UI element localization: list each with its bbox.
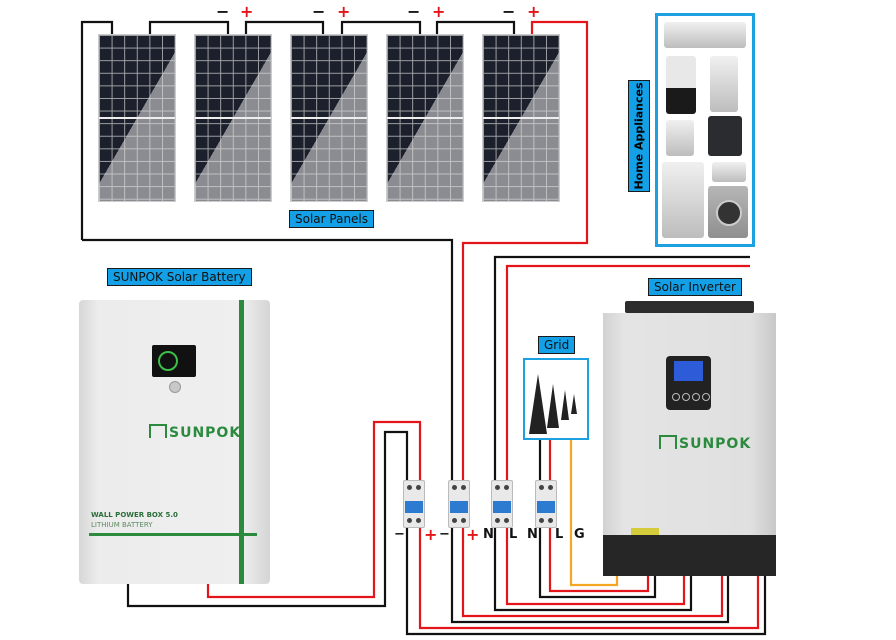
power-tower-icon — [561, 390, 569, 420]
battery-breaker — [403, 480, 425, 528]
grid-breaker — [535, 480, 557, 528]
terminal-label: N — [483, 527, 494, 542]
power-tower-icon — [547, 384, 559, 428]
inverter-label: Solar Inverter — [648, 278, 742, 296]
solar-battery: SUNPOK WALL POWER BOX 5.0 LITHIUM BATTER… — [79, 300, 270, 584]
terminal-label: − — [394, 527, 405, 542]
grid-box — [523, 358, 589, 440]
solar-panel — [482, 34, 560, 202]
positive-sign: + — [240, 2, 254, 21]
terminal-label: − — [439, 527, 450, 542]
wire-ground — [569, 438, 619, 587]
terminal-label: L — [555, 527, 564, 542]
wire-pv-positive — [461, 20, 589, 480]
inverter-button — [682, 393, 690, 401]
inverter-button — [692, 393, 700, 401]
wire-battery-positive — [206, 420, 422, 599]
terminal-label: + — [424, 525, 438, 544]
wire-battery-negative — [126, 430, 409, 608]
terminal-label: L — [509, 527, 518, 542]
wire-out — [450, 526, 730, 624]
negative-sign: − — [312, 2, 326, 21]
wire-panel-link — [244, 20, 325, 34]
wire-panel-link — [80, 20, 114, 240]
negative-sign: − — [407, 2, 421, 21]
battery-model: WALL POWER BOX 5.0 — [91, 511, 178, 519]
wire-panel-link — [435, 20, 516, 34]
pv-breaker — [448, 480, 470, 528]
wire-out — [405, 526, 767, 636]
solar-panel — [98, 34, 176, 202]
battery-chemistry: LITHIUM BATTERY — [91, 521, 153, 529]
solar-panel — [386, 34, 464, 202]
power-button — [169, 381, 181, 393]
house-logo-icon — [149, 424, 167, 438]
wire-pv-negative — [82, 238, 454, 480]
wire-out — [418, 526, 760, 630]
inverter-control-panel — [666, 356, 711, 410]
grid-label: Grid — [538, 336, 576, 354]
home-appliances-box — [655, 13, 755, 247]
blender-icon — [666, 56, 696, 114]
positive-sign: + — [432, 2, 446, 21]
kettle-icon — [666, 120, 694, 156]
air-fryer-icon — [708, 116, 742, 156]
load-breaker — [491, 480, 513, 528]
inverter-button — [672, 393, 680, 401]
home-appliances-label: Home Appliances — [628, 80, 650, 192]
toaster-oven-icon — [712, 162, 746, 182]
wire-out — [548, 526, 650, 593]
wire-load-live — [505, 264, 750, 480]
washing-machine-icon — [708, 186, 748, 238]
terminal-label: + — [466, 525, 480, 544]
negative-sign: − — [216, 2, 230, 21]
caution-label — [631, 528, 659, 535]
power-tower-icon — [529, 374, 547, 434]
solar-panel — [194, 34, 272, 202]
negative-sign: − — [502, 2, 516, 21]
inverter-lcd — [674, 361, 703, 381]
inverter-button — [702, 393, 710, 401]
solar-panel — [290, 34, 368, 202]
wire-panel-link — [148, 20, 230, 34]
positive-sign: + — [337, 2, 351, 21]
wire-panel-link — [340, 20, 422, 34]
wire-out — [493, 526, 693, 612]
wire-out — [461, 526, 724, 618]
inverter-brand-logo: SUNPOK — [659, 435, 751, 452]
battery-label: SUNPOK Solar Battery — [107, 268, 252, 286]
refrigerator-icon — [662, 162, 704, 238]
battery-brand-logo: SUNPOK — [149, 424, 241, 441]
battery-display — [152, 345, 196, 377]
terminal-label: G — [574, 527, 585, 542]
solar-panels-label: Solar Panels — [289, 210, 375, 228]
positive-sign: + — [527, 2, 541, 21]
food-processor-icon — [710, 56, 738, 112]
solar-inverter: SUNPOK — [603, 301, 776, 576]
house-logo-icon — [659, 435, 677, 449]
air-conditioner-icon — [664, 22, 746, 48]
wire-load-neutral — [493, 255, 750, 480]
power-tower-icon — [571, 394, 577, 414]
wire-out — [538, 526, 657, 599]
wire-out — [505, 526, 686, 606]
terminal-label: N — [527, 527, 538, 542]
